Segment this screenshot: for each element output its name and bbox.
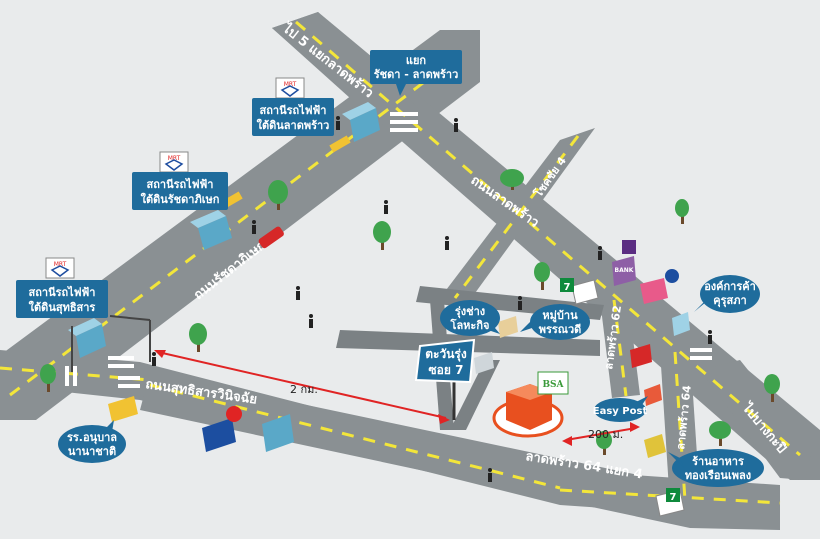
svg-text:MRT: MRT [54,261,67,268]
bus-icon [329,135,351,153]
kurusapa-building [672,312,690,336]
mrt-logo-lat-phrao: MRT [275,77,305,99]
tree [373,221,391,250]
callout-mrt-sutthisan: สถานีรถไฟฟ้า ใต้ดินสุทธิสาร [16,280,108,318]
svg-text:คุรุสภา: คุรุสภา [713,294,746,308]
svg-text:รัชดา - ลาดพร้าว: รัชดา - ลาดพร้าว [374,68,459,81]
person-icon [518,296,522,310]
trees [40,169,780,455]
person-icon [454,118,458,132]
callout-soi-sign: ตะวันรุ่ง ซอย 7 [414,338,476,420]
callout-mrt-ratchada: สถานีรถไฟฟ้า ใต้ดินรัชดาภิเษก [132,172,228,210]
distance-200m: 200 ม. [588,428,623,441]
callout-intersection: แยก รัชดา - ลาดพร้าว [370,50,462,96]
school-building [108,396,138,422]
shop-building [644,384,662,406]
person-icon [296,286,300,300]
mrt-logos: MRT MRT MRT [45,77,305,279]
restaurant-building [644,434,666,458]
svg-text:Easy Post: Easy Post [593,406,648,417]
svg-text:ซอย 7: ซอย 7 [429,363,464,377]
person-icon [309,314,313,328]
tree [268,180,288,210]
svg-text:สถานีรถไฟฟ้า: สถานีรถไฟฟ้า [147,177,214,191]
svg-text:โลหะกิจ: โลหะกิจ [450,318,490,332]
svg-text:องค์การค้า: องค์การค้า [704,280,756,293]
seven-eleven-building-top [560,278,599,305]
tree [675,199,689,224]
ptt-station-bottom [202,406,242,452]
svg-text:ร้านอาหาร: ร้านอาหาร [692,455,744,468]
person-icon [708,330,712,344]
svg-text:ตะวันรุ่ง: ตะวันรุ่ง [425,347,467,362]
car-icon [258,226,284,249]
person-icon [384,200,388,214]
mrt-station-ratchada-building [190,210,232,250]
callout-school: รร.อนุบาล นานาชาติ [58,420,126,463]
seven-eleven-building-bottom [655,488,685,517]
callout-restaurant: ร้านอาหาร ทองเรือนเพลง [668,449,764,487]
svg-text:รุ่งช่าง: รุ่งช่าง [455,305,485,319]
crosswalks [65,112,712,388]
tree [709,421,731,446]
svg-text:MRT: MRT [168,155,181,162]
person-icon [488,468,492,482]
mrt-logo-ratchada: MRT [159,151,189,173]
road-soi-64-4 [140,372,780,530]
svg-text:แยก: แยก [406,54,427,67]
svg-text:รร.อนุบาล: รร.อนุบาล [67,431,117,445]
callout-kurusapa: องค์การค้า คุรุสภา [694,275,760,313]
arrow-200m [565,427,637,441]
bank-bottom-building [262,414,294,452]
honda-building [630,344,652,368]
bank-badge: BANK [615,267,634,274]
tree [596,431,612,455]
callout-easy-post: Easy Post [593,396,648,422]
buildings [68,102,690,517]
callout-rung-chang: รุ่งช่าง โลหะกิจ [440,300,500,336]
pedestrians [152,116,712,482]
seven-eleven-badge-top: 7 [564,282,571,293]
mrt-station-sutthisan-building [68,318,106,358]
seven-eleven-badge-bottom: 7 [670,492,677,503]
arrow-2km [157,351,447,419]
svg-text:สถานีรถไฟฟ้า: สถานีรถไฟฟ้า [29,285,96,299]
person-icon [152,352,156,366]
svg-text:สถานีรถไฟฟ้า: สถานีรถไฟฟ้า [260,103,327,117]
tree [764,374,780,402]
person-icon [598,246,602,260]
svg-text:ใต้ดินสุทธิสาร: ใต้ดินสุทธิสาร [29,300,96,315]
svg-text:นานาชาติ: นานาชาติ [68,445,116,458]
svg-text:ทองเรือนเพลง: ทองเรือนเพลง [685,469,751,482]
mrt-logo-sutthisan: MRT [45,257,75,279]
tree [500,169,524,190]
callout-village: หมู่บ้าน พรรณวดี [520,304,590,340]
svg-text:MRT: MRT [284,81,297,88]
callouts: แยก รัชดา - ลาดพร้าว สถานีรถไฟฟ้า ใต้ดิน… [16,50,764,487]
person-icon [252,220,256,234]
svg-text:พรรณวดี: พรรณวดี [539,323,582,336]
soi-building [474,352,494,374]
rung-chang-building [498,316,518,338]
road-bang-kapi [700,360,812,480]
mrt-station-lat-phrao-building [342,102,380,142]
destination-bsa: BSA [492,371,569,438]
bsa-badge: BSA [542,380,564,390]
tree [40,364,56,392]
person-icon [336,116,340,130]
road-local-3 [450,360,500,430]
callout-mrt-lat-phrao: สถานีรถไฟฟ้า ใต้ดินลาดพร้าว [252,98,334,136]
tree [534,262,550,290]
bank-building [612,240,636,286]
svg-text:ใต้ดินรัชดาภิเษก: ใต้ดินรัชดาภิเษก [141,192,220,206]
tree [189,323,207,352]
svg-text:ใต้ดินลาดพร้าว: ใต้ดินลาดพร้าว [257,118,330,132]
ptt-station-right [640,269,679,304]
person-icon [445,236,449,250]
route-arrows: 2 กม. 200 ม. [154,350,640,446]
svg-text:หมู่บ้าน: หมู่บ้าน [542,309,578,323]
distance-2km: 2 กม. [290,383,318,396]
